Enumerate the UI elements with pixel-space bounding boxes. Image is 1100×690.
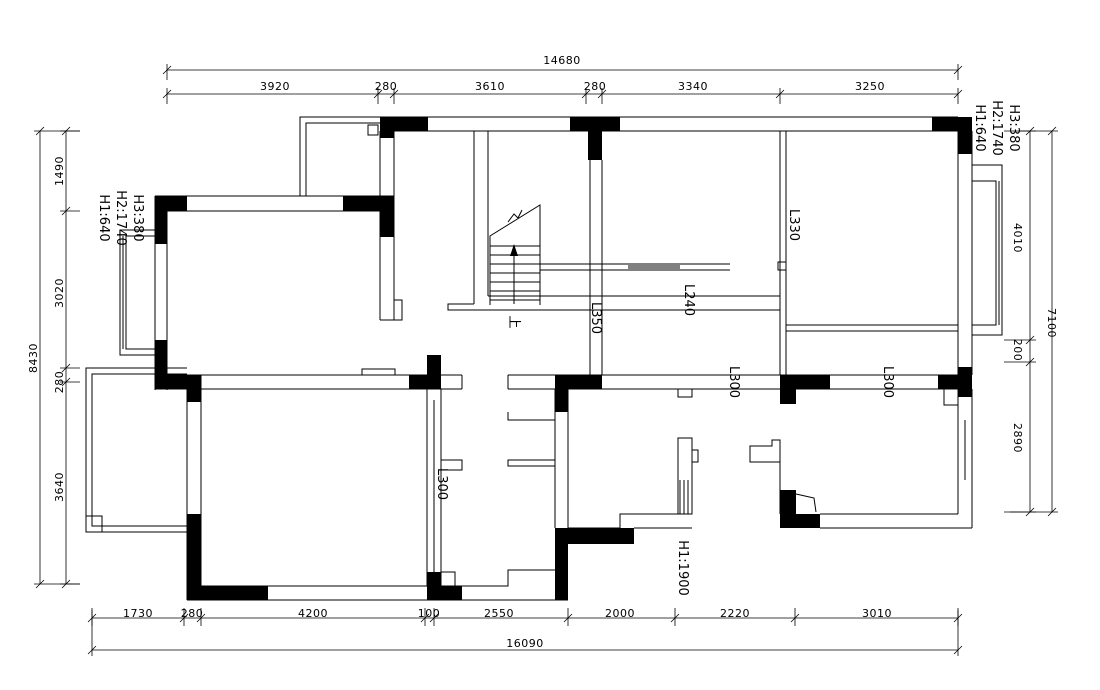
beam-label-l300-b: L300 [880,366,895,398]
left-total-dim: 8430 [27,343,40,373]
beam-label-l330: L330 [786,209,801,241]
window-left-h1: H1:640 [96,194,111,241]
bottom-dim-6: 2000 [605,607,635,620]
dimension-tick [775,89,785,99]
right-dim-1: 4010 [1011,223,1024,253]
top-dim-2: 280 [375,80,398,93]
window-right-h1: H1:640 [972,104,987,151]
dimension-tick [1025,357,1035,367]
wall-outlines [85,116,1003,601]
dimension-tick [61,377,71,387]
top-dim-3: 3610 [475,80,505,93]
dimension-tick [61,126,71,136]
dimension-tick [179,613,189,623]
window-bottom-height: H1:1900 [675,540,690,596]
right-dim-3: 2890 [1011,423,1024,453]
window-right-h2: H2:1740 [989,100,1004,156]
dimension-tick [597,89,607,99]
dimension-tick [429,613,439,623]
right-dimension-chain [1004,126,1058,517]
dimension-tick [87,613,97,623]
top-dim-1: 3920 [260,80,290,93]
left-dim-1: 1490 [53,156,66,186]
staircase: 上 [489,204,541,329]
dimension-tick [1025,126,1035,136]
dimension-tick [790,613,800,623]
stair-arrow-icon [510,244,518,256]
dimension-tick [420,613,430,623]
left-dim-3: 280 [53,371,66,394]
dimension-tick [196,613,206,623]
window-right-h3: H3:380 [1006,104,1021,151]
dimension-tick [61,206,71,216]
left-dim-4: 3640 [53,472,66,502]
bottom-dim-8: 3010 [862,607,892,620]
left-dimension-chain [34,126,80,589]
top-dimension-chain [162,64,963,104]
bottom-dim-7: 2220 [720,607,750,620]
left-dim-2: 3020 [53,278,66,308]
right-dim-2: 200 [1011,339,1024,362]
bottom-dim-4: 100 [418,607,441,620]
dimension-tick [670,613,680,623]
bottom-dim-5: 2550 [484,607,514,620]
beam-label-l240: L240 [681,284,696,316]
top-dim-6: 3250 [855,80,885,93]
dimension-tick [953,613,963,623]
right-total-dim: 7100 [1045,308,1058,338]
top-total-dim: 14680 [543,54,581,67]
dimension-tick [389,89,399,99]
window-right-heights: H3:380 H2:1740 H1:640 [972,100,1021,156]
dimension-tick [953,89,963,99]
bottom-total-dim: 16090 [506,637,544,650]
top-dim-4: 280 [584,80,607,93]
window-left-h3: H3:380 [130,194,145,241]
dimension-tick [61,363,71,373]
stair-up-label: 上 [506,315,521,328]
bottom-dimension-chain [87,608,963,656]
dimension-tick [1025,335,1035,345]
window-left-heights: H3:380 H2:1740 H1:640 [96,190,145,246]
window-left-h2: H2:1740 [113,190,128,246]
bottom-dim-3: 4200 [298,607,328,620]
dimension-tick [1025,507,1035,517]
beam-labels: L330 L350 L240 L300 L300 L300 [434,209,895,500]
bottom-dim-1: 1730 [123,607,153,620]
dimension-tick [563,613,573,623]
dimension-tick [162,89,172,99]
beam-label-l300-a: L300 [726,366,741,398]
dimension-tick [61,579,71,589]
dimension-tick [373,89,383,99]
columns [155,117,972,600]
bottom-dim-2: 280 [181,607,204,620]
beam-label-l350: L350 [588,302,603,334]
beam-label-l300-c: L300 [434,468,449,500]
dimension-tick [581,89,591,99]
top-dim-5: 3340 [678,80,708,93]
